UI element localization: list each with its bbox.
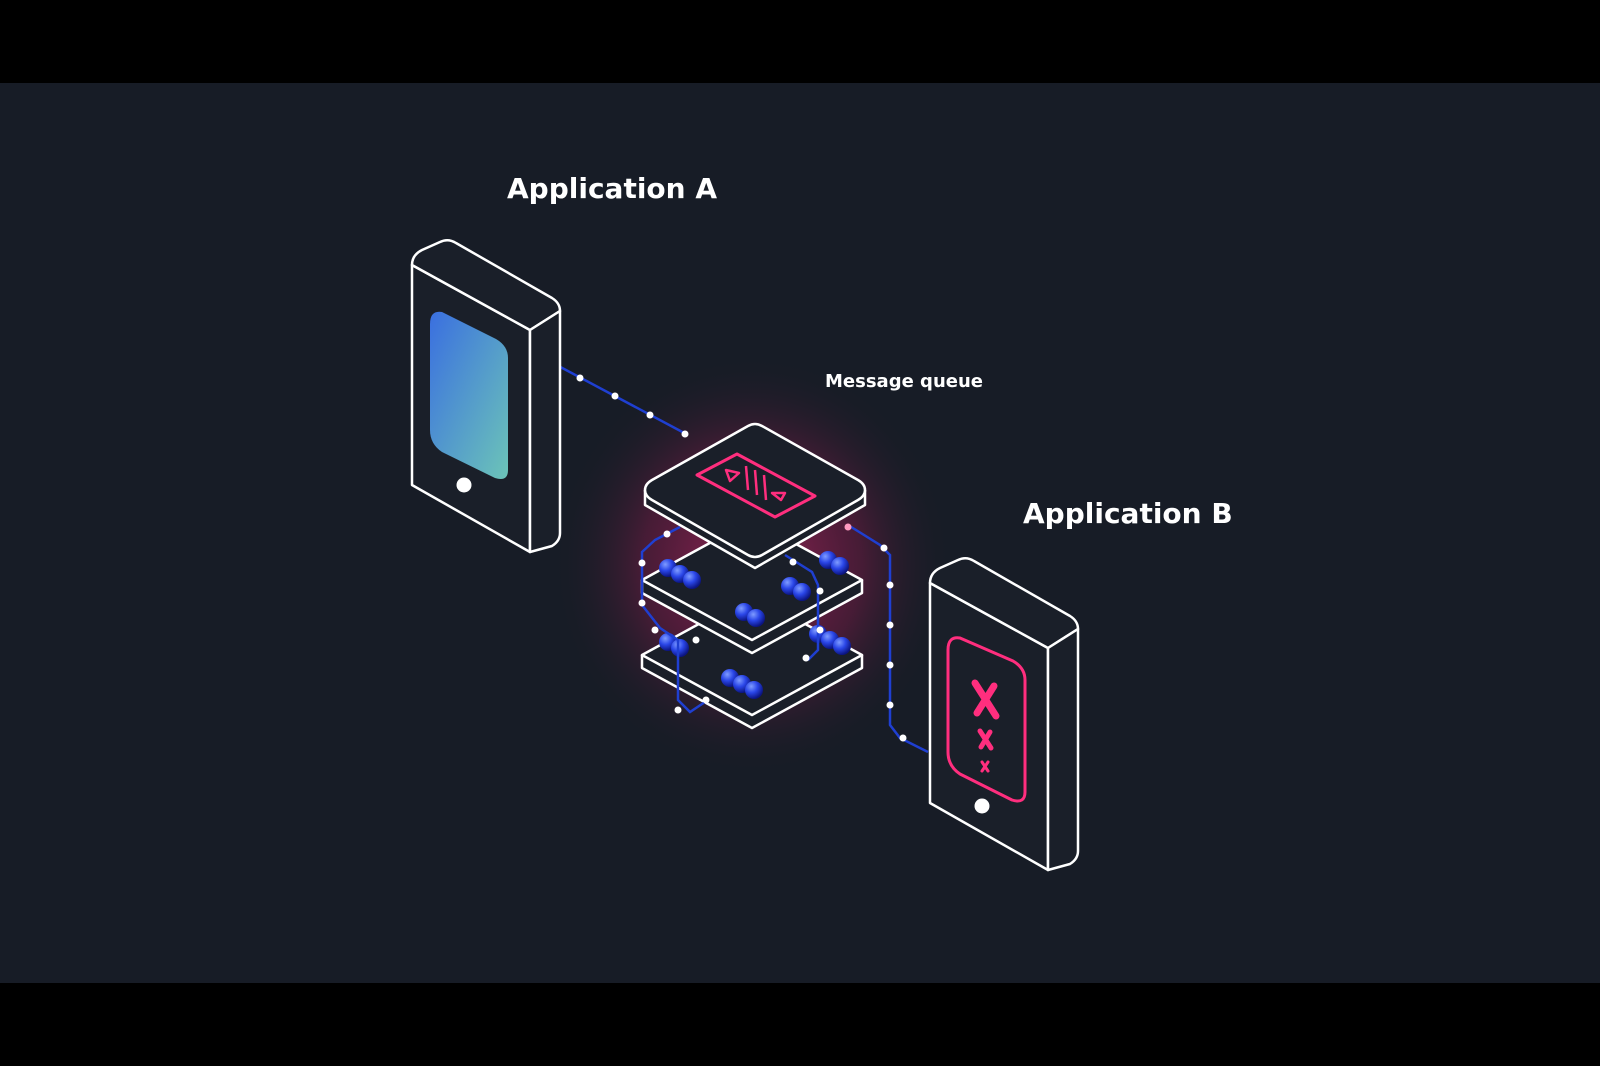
smartphone-error-icon xyxy=(928,557,1080,872)
message-balls-middle xyxy=(659,551,849,627)
connector-a-to-queue xyxy=(550,360,689,438)
device-a xyxy=(410,239,562,554)
smartphone-icon xyxy=(410,239,562,554)
queue-internal-links xyxy=(638,525,824,714)
home-button xyxy=(974,798,990,814)
queue-layer-bottom xyxy=(640,593,864,730)
x-icon xyxy=(971,679,1000,720)
device-b xyxy=(928,557,1080,872)
message-queue-label: Message queue xyxy=(825,371,983,392)
message-queue-icon xyxy=(695,452,817,519)
letterbox-bottom xyxy=(0,983,1600,1066)
queue-layer-top xyxy=(643,422,867,570)
letterbox-top xyxy=(0,0,1600,83)
x-icon-medium xyxy=(977,728,994,751)
connector-queue-to-b xyxy=(844,523,929,754)
x-icon-small xyxy=(980,760,990,773)
application-b-label: Application B xyxy=(1023,497,1233,530)
queue-layer-middle xyxy=(640,518,864,655)
home-button xyxy=(456,477,472,493)
application-a-label: Application A xyxy=(507,172,718,205)
